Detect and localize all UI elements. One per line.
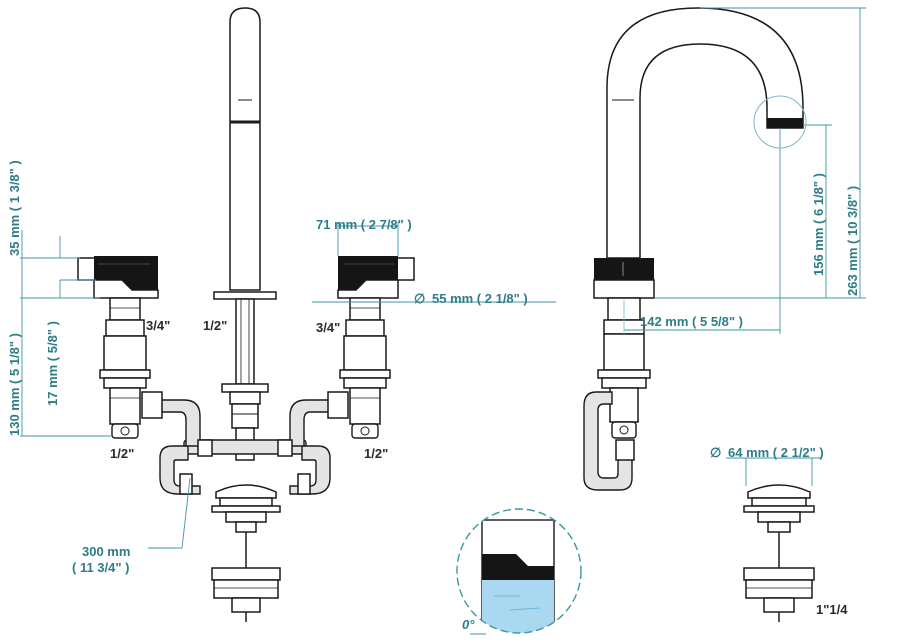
right-valve-bottom-thread-label: 1/2" [364, 446, 388, 461]
spout-reach-dimension: 142 mm ( 5 5/8" ) [640, 314, 743, 329]
side-hose [583, 391, 635, 491]
drain-diameter-dimension: 64 mm ( 2 1/2" ) [728, 445, 824, 460]
spout-outlet-height-dimension: 156 mm ( 6 1/8" ) [811, 173, 826, 276]
drain-thread-label: 1"1/4 [816, 602, 848, 617]
side-spout [593, 7, 804, 439]
drain-diameter-symbol: ∅ [710, 445, 721, 460]
angle-label: 0° [462, 617, 475, 632]
valve-diameter-symbol: ∅ [414, 291, 425, 306]
handle-height-dimension: 35 mm ( 1 3/8" ) [7, 160, 22, 256]
body-height-dimension: 130 mm ( 5 1/8" ) [7, 333, 22, 436]
front-view: 3/4" 1/2" 3/4" 1/2" 1/2" 71 mm ( 2 7/8" … [7, 7, 556, 622]
left-valve-bottom-thread-label: 1/2" [110, 446, 134, 461]
front-hose-assembly [141, 391, 349, 495]
front-drain [211, 484, 281, 622]
side-dimension-lines [623, 7, 866, 334]
valve-section-dimension: 17 mm ( 5/8" ) [45, 321, 60, 406]
spout-height-dimension: 263 mm ( 10 3/8" ) [845, 186, 860, 296]
front-spout [213, 7, 277, 461]
spout-inlet-thread-label: 1/2" [203, 318, 227, 333]
side-drain: ∅ 64 mm ( 2 1/2" ) 1"1/4 [710, 445, 848, 622]
valve-diameter-dimension: 55 mm ( 2 1/8" ) [432, 291, 528, 306]
hose-length-dimension: 300 mm [82, 544, 130, 559]
angle-detail: 0° [456, 508, 582, 635]
left-valve-top-thread-label: 3/4" [146, 318, 170, 333]
front-dimension-lines [20, 222, 556, 549]
right-valve-top-thread-label: 3/4" [316, 320, 340, 335]
hose-length-imperial-dimension: ( 11 3/4" ) [72, 560, 129, 575]
front-left-valve [77, 256, 159, 439]
front-right-valve [337, 256, 415, 439]
handle-width-dimension: 71 mm ( 2 7/8" ) [316, 217, 412, 232]
side-view: 142 mm ( 5 5/8" ) 263 mm ( 10 3/8" ) 156… [583, 7, 866, 491]
